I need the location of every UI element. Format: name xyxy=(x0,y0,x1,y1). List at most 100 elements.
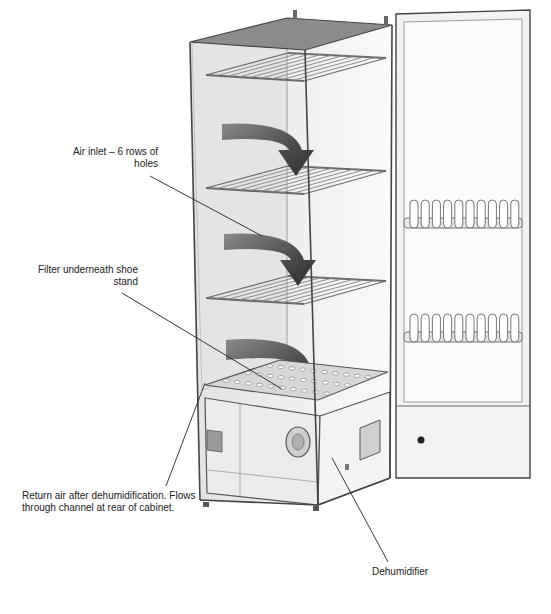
foot xyxy=(203,502,209,507)
drawing-part xyxy=(500,200,508,228)
drawing-part xyxy=(239,278,321,300)
frame-edge xyxy=(190,42,200,500)
drawing-part xyxy=(206,53,288,75)
drawing-part xyxy=(260,56,342,79)
drawing-part xyxy=(432,200,440,228)
drawing-part xyxy=(322,370,328,373)
drawing-part xyxy=(466,314,474,342)
drawing-part xyxy=(488,200,496,228)
leader-line xyxy=(166,383,205,486)
drawing-part xyxy=(223,379,229,382)
drawing-part xyxy=(477,314,485,342)
drawing-part xyxy=(257,383,263,386)
air-arrow xyxy=(224,234,316,286)
stand-holes xyxy=(223,364,371,395)
drawing-part xyxy=(322,381,328,384)
drawing-part xyxy=(432,314,440,342)
door-seam xyxy=(396,406,530,407)
drawing-part xyxy=(333,382,339,385)
drawing-part xyxy=(206,166,288,188)
drawing-part xyxy=(444,314,452,342)
drawing-part xyxy=(410,314,418,342)
foot xyxy=(313,506,319,511)
drawing-part xyxy=(268,385,274,388)
drawing-part xyxy=(332,372,338,375)
drawing-part xyxy=(217,54,299,76)
top-knob xyxy=(384,16,388,25)
drawing-part xyxy=(500,314,508,342)
callout-label: Dehumidifier xyxy=(372,566,492,578)
callout-label: Return air after dehumidification. Flows… xyxy=(22,490,222,514)
fan-hub xyxy=(292,434,304,450)
drawing-part xyxy=(271,56,353,79)
return-air-opening xyxy=(207,430,222,452)
drawing-part xyxy=(304,171,386,194)
drawing-part xyxy=(354,374,360,377)
drawing-part xyxy=(289,377,295,380)
drawing-part xyxy=(421,314,429,342)
drawing-part xyxy=(278,365,284,368)
panel-seam xyxy=(240,404,241,496)
top-knob xyxy=(293,10,297,19)
panel-seam xyxy=(208,470,318,482)
drawing-part xyxy=(421,200,429,228)
drawing-part xyxy=(477,200,485,228)
drawing-part xyxy=(239,55,321,77)
dehumidifier-side xyxy=(318,392,390,505)
door-panel xyxy=(404,19,522,402)
leader-line xyxy=(332,458,388,562)
drawing-part xyxy=(245,372,251,375)
control-panel xyxy=(360,420,380,460)
drawing-part xyxy=(444,200,452,228)
shelf-racks xyxy=(206,53,386,304)
drawing-part xyxy=(300,378,306,381)
drawing-part xyxy=(300,368,306,371)
drawing-part xyxy=(267,374,273,377)
door-lock xyxy=(418,437,425,444)
side-wall xyxy=(192,20,287,390)
drawing-part xyxy=(290,388,296,391)
shoe-stand xyxy=(205,360,388,400)
top-panel xyxy=(190,18,392,50)
cabinet-frame xyxy=(190,25,392,505)
drawing-part xyxy=(324,392,330,395)
drawing-part xyxy=(344,384,350,387)
drawing-part xyxy=(455,200,463,228)
frame-edge xyxy=(305,50,318,505)
drawing-part xyxy=(271,169,353,192)
drawing-part xyxy=(260,169,342,192)
drawing-part xyxy=(410,200,418,228)
drawing-part xyxy=(304,58,386,81)
fan-opening xyxy=(286,427,310,457)
dehumidifier-front xyxy=(205,398,320,505)
switch xyxy=(345,464,349,470)
drawing-part xyxy=(282,57,364,80)
drawing-part xyxy=(365,376,371,379)
drawing-part xyxy=(234,380,240,383)
drawing-part xyxy=(228,54,310,76)
leader-line xyxy=(150,176,262,236)
drawing-part xyxy=(260,279,342,302)
cabinet-interior xyxy=(190,18,392,505)
drawing-part xyxy=(267,364,273,367)
door xyxy=(396,10,530,478)
drawing-part xyxy=(343,373,349,376)
drawing-part xyxy=(304,281,386,304)
drawing-part xyxy=(488,314,496,342)
drawing-part xyxy=(511,200,519,228)
drawing-part xyxy=(245,382,251,385)
frame-edge xyxy=(390,25,392,478)
air-arrow xyxy=(222,124,314,176)
callout-label: Filter underneath shoe stand xyxy=(36,264,138,288)
drawing-part xyxy=(455,314,463,342)
frame-edge xyxy=(200,500,318,505)
callout-label: Air inlet – 6 rows of holes xyxy=(58,146,158,170)
drawing-part xyxy=(313,390,319,393)
drawing-part xyxy=(293,170,375,193)
drawing-part xyxy=(250,278,332,300)
leader-line xyxy=(122,293,282,389)
drawing-part xyxy=(466,200,474,228)
shoe-holders xyxy=(404,200,522,342)
